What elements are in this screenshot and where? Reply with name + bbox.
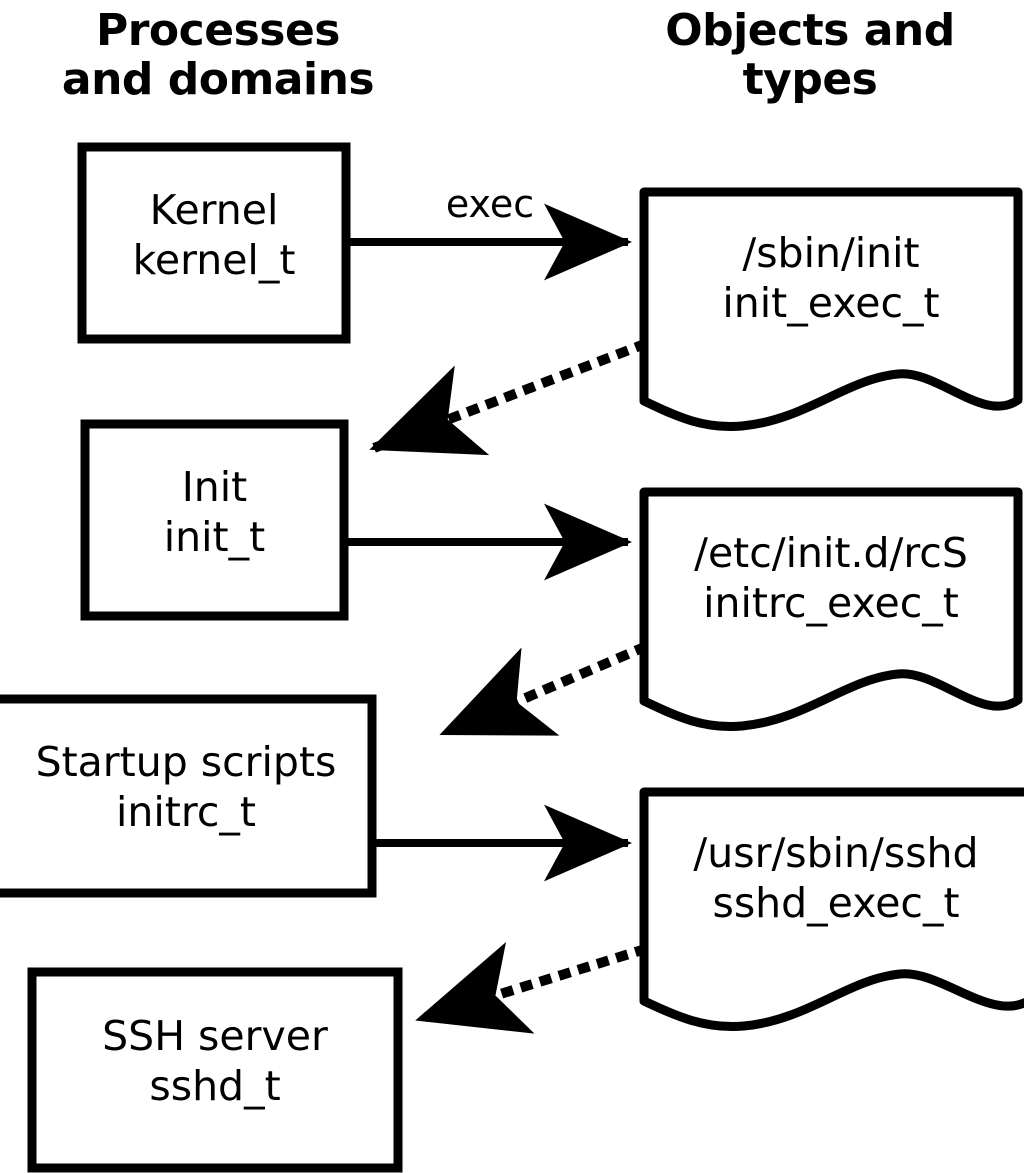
- edge-initrc_exec-transition-initrc[interactable]: [437, 641, 649, 740]
- edge-label-exec: exec: [445, 182, 535, 226]
- node-initrc_exec-shape[interactable]: [639, 487, 1023, 732]
- node-init_exec-shape[interactable]: [639, 187, 1023, 432]
- node-kernel-shape[interactable]: [77, 142, 351, 344]
- node-initrc-shape[interactable]: [0, 694, 377, 898]
- column-header-processes: Processes and domains: [61, 5, 375, 106]
- node-sshd_exec-shape[interactable]: [639, 787, 1024, 1032]
- column-header-objects: Objects and types: [665, 5, 955, 106]
- node-sshd-shape[interactable]: [27, 967, 403, 1173]
- edge-init_exec-transition-init[interactable]: [367, 338, 649, 456]
- node-init-shape[interactable]: [80, 419, 349, 621]
- edge-sshd_exec-transition-sshd[interactable]: [413, 941, 649, 1034]
